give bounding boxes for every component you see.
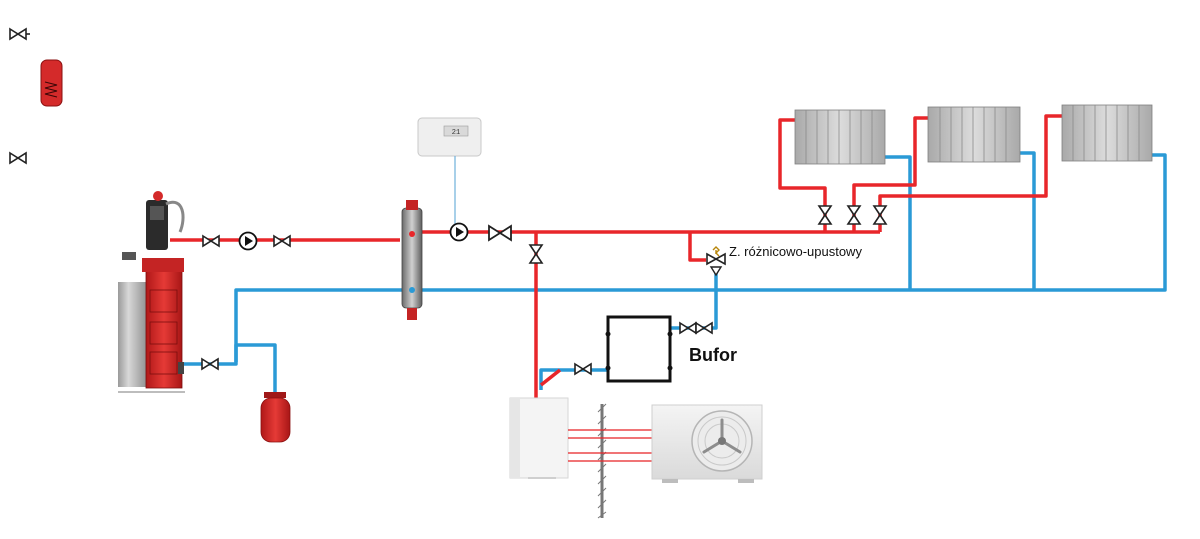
- return-main-pipe: [234, 153, 1167, 362]
- circulation-pump-icon: [238, 231, 258, 251]
- buffer-tank: [605, 315, 673, 383]
- boiler-safety-group: [146, 191, 185, 250]
- circulation-pump-icon: [449, 222, 469, 242]
- radiator: [927, 106, 1021, 163]
- heat-pump-outdoor-unit: [651, 404, 763, 483]
- supply-bypass-pipe: [688, 232, 706, 262]
- refrigerant-lines: [568, 429, 655, 462]
- buffer-label: Bufor: [689, 345, 737, 365]
- bypass-valve-label: Z. różnicowo-upustowy: [729, 244, 862, 259]
- heat-pump-indoor-unit: [509, 397, 569, 479]
- supply-radiator-1: [778, 118, 827, 232]
- legend: [9, 27, 63, 165]
- return-radiator-1: [885, 155, 912, 290]
- radiator: [1061, 104, 1153, 162]
- room-thermostat-icon: 21: [417, 117, 482, 225]
- valve-icon: [202, 234, 220, 248]
- return-radiator-2: [1018, 151, 1036, 290]
- svg-text:21: 21: [452, 129, 460, 137]
- valve-icon: [528, 244, 544, 264]
- hydraulic-separator: [401, 200, 423, 320]
- legend-check-valve-icon: [9, 151, 27, 165]
- supply-buffer-in: [539, 368, 562, 387]
- return-boiler-branch: [178, 343, 277, 395]
- bypass-valve-icon: [706, 246, 726, 277]
- expansion-vessel-icon: [260, 392, 291, 443]
- valve-icon: [201, 357, 219, 371]
- return-buffer-out: [670, 290, 718, 330]
- valve-icon: [273, 234, 291, 248]
- boiler: [118, 252, 185, 393]
- valve-icon: [488, 224, 512, 242]
- supply-radiator-2: [852, 116, 928, 232]
- legend-tank-icon: [40, 59, 63, 107]
- valve-icon: [574, 362, 592, 376]
- valve-icon: [817, 205, 833, 225]
- legend-valve-icon: [9, 27, 30, 41]
- valve-icon: [679, 321, 697, 335]
- valve-icon: [846, 205, 862, 225]
- radiator: [794, 109, 886, 165]
- valve-icon: [695, 321, 713, 335]
- valve-icon: [872, 205, 888, 225]
